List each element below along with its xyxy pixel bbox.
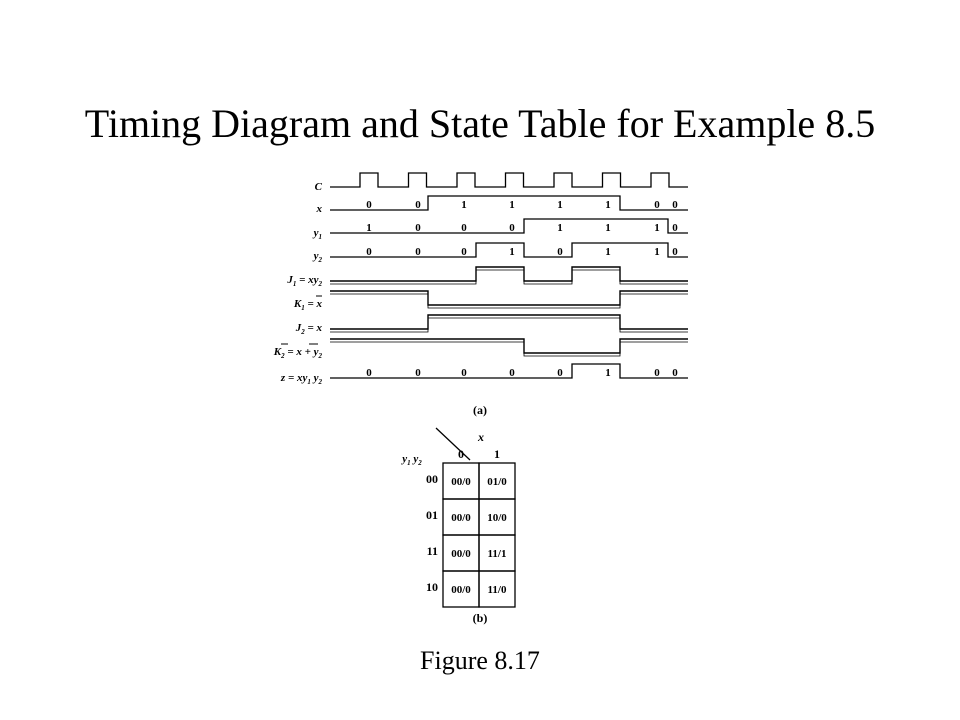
bit-value: 1 <box>366 222 372 234</box>
waveform-line <box>330 363 688 379</box>
column-header-1: 1 <box>494 447 500 461</box>
waveform-line-shadow <box>330 341 688 357</box>
state-row-label: 00 <box>426 472 438 486</box>
state-variable-label: y1 y2 <box>400 453 422 467</box>
state-row-label: 10 <box>426 580 438 594</box>
bit-value: 0 <box>366 367 372 379</box>
label-z: z = xy1 y2 <box>280 372 323 386</box>
waveform-line <box>330 195 688 211</box>
next-state-output: 00/0 <box>451 476 471 488</box>
state-table: x y1 y2 0 1 00 00/0 01/0 01 00/0 10/0 11 00/0 11… <box>400 427 516 625</box>
bit-value: 0 <box>654 367 660 379</box>
bit-value: 0 <box>557 246 563 258</box>
waveform-line <box>330 266 688 282</box>
state-row-label: 11 <box>427 544 438 558</box>
bit-value: 1 <box>605 246 611 258</box>
bit-value: 1 <box>605 367 611 379</box>
next-state-output: 11/1 <box>488 548 507 560</box>
waveform-line <box>330 242 688 258</box>
bit-value: 1 <box>654 246 660 258</box>
label-J2: J2 = x <box>295 322 323 336</box>
signal-row-7 <box>330 338 688 357</box>
clock-waveform <box>330 172 688 188</box>
bit-value: 0 <box>672 222 678 234</box>
signal-labels: C x y1 y2 J1 = xy2 K1 = x J2 = x K2 = x … <box>273 181 323 386</box>
timing-diagram: C x y1 y2 J1 = xy2 K1 = x J2 = x K2 = x … <box>273 172 688 417</box>
waveform-line-shadow <box>330 293 688 309</box>
bit-value: 1 <box>605 222 611 234</box>
state-table-corner-diagonal <box>435 427 471 461</box>
next-state-output: 11/0 <box>488 584 507 596</box>
waveform-line-shadow <box>330 317 688 333</box>
bit-value: 0 <box>366 246 372 258</box>
bit-value: 1 <box>509 246 515 258</box>
state-table-cell-box <box>478 570 516 608</box>
state-row-label: 01 <box>426 508 438 522</box>
waveform-line <box>330 314 688 330</box>
bit-value: 1 <box>557 222 563 234</box>
label-C: C <box>315 181 323 193</box>
bit-value: 0 <box>672 367 678 379</box>
label-y1: y1 <box>312 227 322 241</box>
bit-value: 1 <box>605 199 611 211</box>
next-state-output: 00/0 <box>451 584 471 596</box>
bit-value: 0 <box>415 367 421 379</box>
slide-title: Timing Diagram and State Table for Examp… <box>84 101 876 146</box>
next-state-output: 00/0 <box>451 512 471 524</box>
label-J1: J1 = xy2 <box>286 274 322 288</box>
sublabel-a: (a) <box>473 403 487 417</box>
label-x: x <box>316 203 323 215</box>
bit-value: 1 <box>557 199 563 211</box>
waveform-line <box>330 290 688 306</box>
state-table-cells: 00 00/0 01/0 01 00/0 10/0 11 00/0 11/1 10 00/0 11/0 <box>426 462 516 608</box>
signal-row-0 <box>330 172 688 188</box>
bit-value: 0 <box>415 222 421 234</box>
next-state-output: 10/0 <box>487 512 507 524</box>
input-variable-label: x <box>477 430 484 444</box>
bit-value: 0 <box>461 222 467 234</box>
bit-value: 0 <box>461 367 467 379</box>
bit-value: 1 <box>654 222 660 234</box>
bit-value: 0 <box>366 199 372 211</box>
label-y2: y2 <box>312 250 323 264</box>
bit-value: 0 <box>672 246 678 258</box>
bit-value: 0 <box>654 199 660 211</box>
bit-value: 0 <box>509 222 515 234</box>
bit-value: 0 <box>509 367 515 379</box>
bit-value: 0 <box>557 367 563 379</box>
sublabel-b: (b) <box>473 611 488 625</box>
label-K2: K2 = x + y2 <box>273 346 323 360</box>
bit-value: 0 <box>672 199 678 211</box>
signal-row-4 <box>330 266 688 285</box>
bit-value: 1 <box>509 199 515 211</box>
waveform-line-shadow <box>330 269 688 285</box>
waveform-line <box>330 218 688 234</box>
signal-row-6 <box>330 314 688 333</box>
bit-value: 1 <box>461 199 467 211</box>
waveform-line <box>330 338 688 354</box>
label-K1: K1 = x <box>293 298 323 312</box>
bit-value: 0 <box>415 246 421 258</box>
column-header-0: 0 <box>458 447 464 461</box>
signal-row-5 <box>330 290 688 309</box>
figure-caption: Figure 8.17 <box>420 646 540 675</box>
bit-value: 0 <box>415 199 421 211</box>
next-state-output: 00/0 <box>451 548 471 560</box>
bit-value: 0 <box>461 246 467 258</box>
next-state-output: 01/0 <box>487 476 507 488</box>
